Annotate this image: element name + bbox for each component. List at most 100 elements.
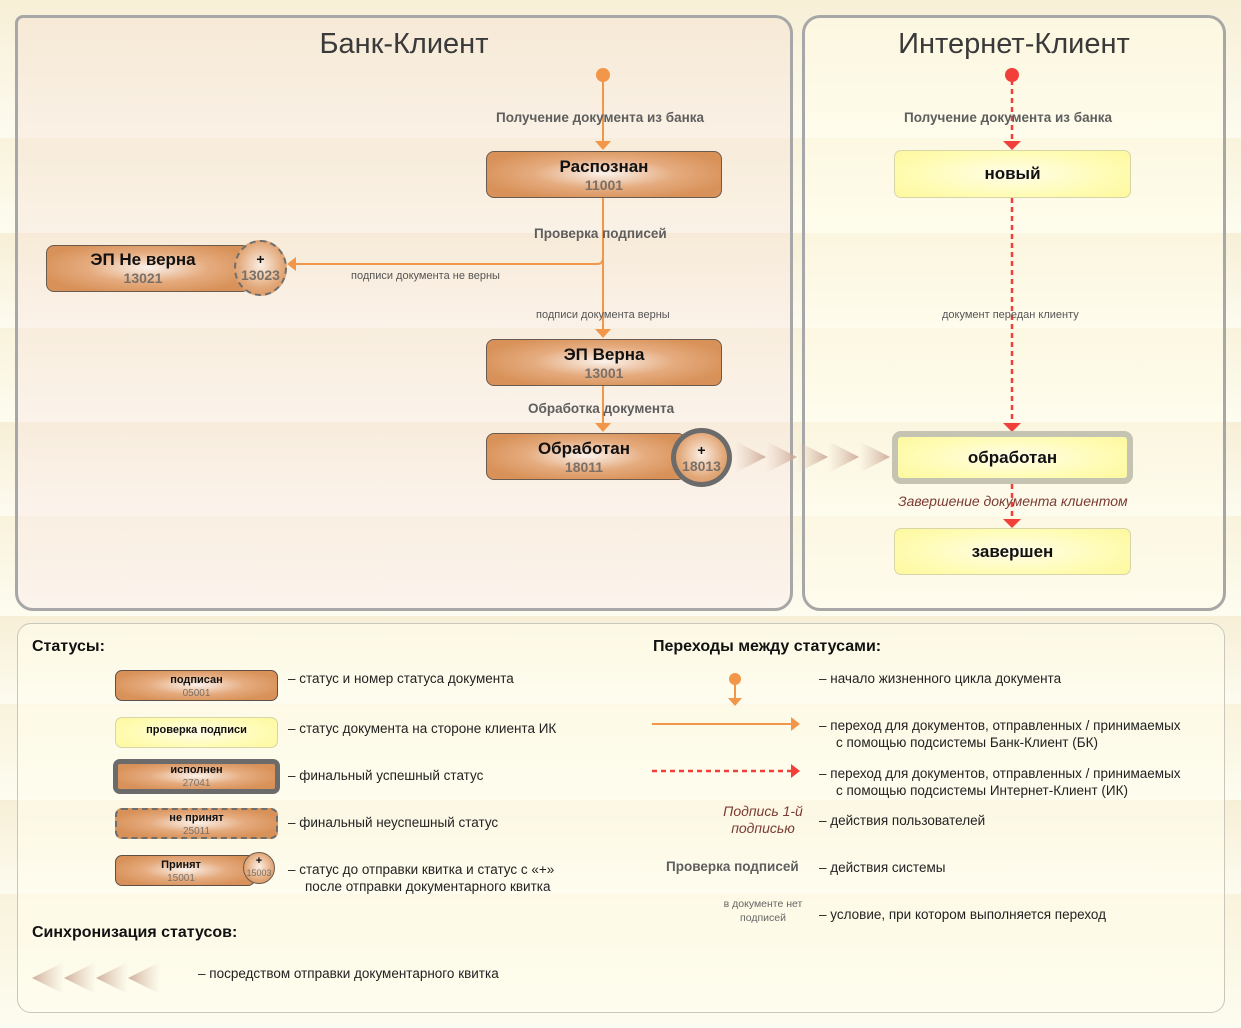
condition-label-valid: подписи документа верны (536, 309, 670, 321)
plus-icon: + (255, 855, 263, 867)
desc-line: с помощью подсистемы Интернет-Клиент (ИК… (836, 783, 1128, 798)
transition-label-ik-receive: Получение документа из банка (904, 110, 1113, 125)
status-code: 05001 (182, 688, 211, 699)
legend-transition-desc: – переход для документов, отправленных /… (819, 717, 1181, 751)
status-code: 13023 (241, 267, 280, 283)
start-point-icon (1005, 68, 1019, 82)
status-ep-valid[interactable]: ЭП Верна 13001 (486, 339, 722, 386)
legend-status-final-success: исполнен 27041 (113, 759, 280, 794)
sync-chevron-icon (828, 441, 859, 473)
status-ep-invalid-plus[interactable]: + 13023 (234, 240, 287, 296)
status-name: исполнен (170, 764, 223, 776)
legend-transition-desc: – условие, при котором выполняется перех… (819, 907, 1107, 922)
status-name: не принят (169, 812, 224, 824)
desc-line: – статус до отправки квитка и статус с «… (288, 862, 555, 877)
lane-bank-client: Банк-Клиент (15, 15, 793, 611)
status-code: 13001 (584, 365, 624, 381)
legend-status-signed: подписан 05001 (115, 670, 278, 701)
transition-label-check-signatures: Проверка подписей (534, 226, 667, 241)
legend-status-desc: – статус документа на стороне клиента ИК (288, 721, 557, 736)
sync-chevron-icon (64, 962, 96, 994)
legend-transition-desc: – начало жизненного цикла документа (819, 671, 1062, 686)
legend-sync-title: Синхронизация статусов: (32, 924, 238, 941)
status-ep-invalid[interactable]: ЭП Не верна 13021 (46, 245, 250, 292)
legend-transition-desc: – действия пользователей (819, 813, 986, 828)
legend-transition-desc: – переход для документов, отправленных /… (819, 765, 1181, 799)
sync-chevron-icon (859, 441, 890, 473)
arrowhead-icon (791, 717, 800, 731)
legend-sync-desc: – посредством отправки документарного кв… (198, 966, 499, 981)
legend-transitions-title: Переходы между статусами: (653, 638, 882, 655)
status-name: Обработан (537, 439, 631, 458)
transition-arrows (287, 68, 1021, 528)
condition-label-invalid: подписи документа не верны (351, 270, 500, 282)
arrowhead-icon (1003, 423, 1021, 432)
arrowhead-icon (595, 423, 611, 432)
status-code: 18011 (564, 459, 604, 475)
state-diagram: Получение документа из банка Проверка по… (46, 68, 1133, 575)
status-code: 27041 (182, 778, 211, 789)
legend-panel: Статусы: подписан 05001 – статус и номер… (17, 623, 1225, 1013)
status-name: проверка подписи (146, 724, 247, 736)
legend-user-action-sample: Подпись 1-й подписью (668, 803, 858, 837)
arrowhead-icon (595, 329, 611, 338)
arrow-bk-invalid (296, 240, 604, 265)
legend-transition-desc: – действия системы (819, 860, 946, 875)
status-name: Распознан (559, 157, 649, 176)
status-recognized[interactable]: Распознан 11001 (486, 151, 722, 198)
arrowhead-icon (791, 764, 800, 778)
sync-chevron-icon (128, 962, 160, 994)
sync-chevron-icon (766, 441, 797, 473)
legend-status-desc: – статус до отправки квитка и статус с «… (288, 861, 554, 895)
status-code: 18013 (682, 458, 721, 474)
sample-line: подписью (731, 820, 795, 836)
status-code: 13021 (123, 270, 163, 286)
legend-status-receipt-plus: + 15003 (243, 852, 275, 884)
sync-chevron-icon (797, 441, 828, 473)
desc-line: – переход для документов, отправленных /… (819, 718, 1181, 733)
desc-line: после отправки документарного квитка (305, 879, 551, 894)
transition-label-processing: Обработка документа (528, 401, 675, 416)
status-code: 15003 (246, 868, 272, 878)
legend-system-action-sample: Проверка подписей (666, 859, 799, 874)
legend-status-desc: – финальный неуспешный статус (288, 815, 499, 830)
legend-statuses-title: Статусы: (32, 638, 105, 655)
status-processed-bk-plus[interactable]: + 18013 (671, 428, 732, 487)
legend-status-final-fail: не принят 25011 (115, 808, 278, 839)
status-completed[interactable]: завершен (894, 528, 1131, 575)
lane-internet-client: Интернет-Клиент (802, 15, 1226, 611)
transition-label-bk-receive: Получение документа из банка (496, 110, 705, 125)
sync-chevron-icon (735, 441, 766, 473)
legend-status-desc: – финальный успешный статус (288, 768, 484, 783)
legend-status-receipt: Принят 15001 (115, 855, 255, 886)
status-code: 11001 (584, 177, 624, 193)
sync-chevron-icon (96, 962, 128, 994)
status-name: ЭП Не верна (90, 250, 196, 269)
lane-title-bank-client: Банк-Клиент (319, 28, 489, 60)
arrowhead-icon (1003, 519, 1021, 528)
sync-chevron-icon (32, 962, 64, 994)
arrowhead-icon (1003, 141, 1021, 150)
legend-status-ik: проверка подписи (115, 717, 278, 748)
desc-line: с помощью подсистемы Банк-Клиент (БК) (836, 735, 1098, 750)
legend-condition-sample: в документе нет подписей (668, 897, 858, 925)
condition-label-transferred: документ передан клиенту (942, 309, 1079, 321)
status-new[interactable]: новый (894, 150, 1131, 198)
status-code: 25011 (182, 826, 211, 837)
sample-line: в документе нет (723, 898, 803, 910)
status-processed-ik[interactable]: обработан (892, 431, 1133, 484)
lane-title-internet-client: Интернет-Клиент (898, 28, 1130, 60)
status-name: Принят (161, 859, 201, 871)
arrowhead-icon (595, 141, 611, 150)
desc-line: – переход для документов, отправленных /… (819, 766, 1181, 781)
legend-transition-samples (652, 673, 800, 778)
status-name: подписан (170, 674, 223, 686)
status-code: 15001 (167, 873, 195, 884)
user-action-label-completion: Завершение документа клиентом (898, 493, 1128, 509)
arrowhead-icon (728, 698, 742, 706)
sample-line: подписей (740, 912, 786, 924)
legend-status-desc: – статус и номер статуса документа (288, 671, 514, 686)
plus-icon: + (697, 442, 706, 458)
status-processed-bk[interactable]: Обработан 18011 (486, 433, 686, 480)
arrowhead-icon (287, 257, 296, 271)
